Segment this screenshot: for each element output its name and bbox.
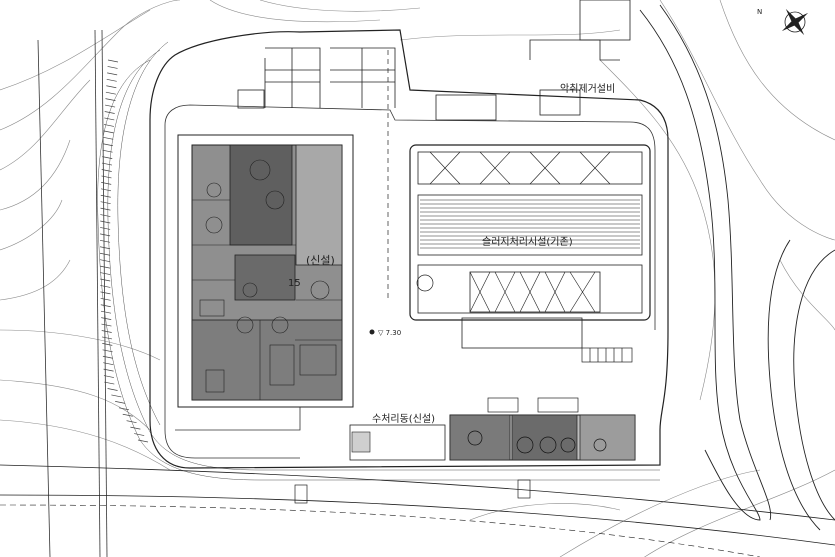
sludge-facility-label: 슬러지처리시설(기존)	[482, 236, 573, 248]
stair-block	[581, 347, 633, 363]
sludge-facility: 슬러지처리시설(기존)	[409, 144, 651, 349]
odor-facility-label: 악취제거설비	[560, 83, 615, 95]
water-treatment-building: 수처리동(신설)	[349, 397, 636, 461]
compass-icon: N	[757, 8, 809, 36]
parking-lot	[237, 47, 396, 109]
elevation-mark: ▽ 7.30	[369, 329, 401, 337]
north-label: N	[757, 8, 762, 16]
treatment-building-label: 수처리동(신설)	[372, 413, 435, 425]
site-boundary	[149, 29, 669, 469]
access-road	[0, 464, 835, 557]
main-building-suffix: 15	[288, 278, 301, 289]
internal-road	[164, 104, 656, 459]
slope-ticks	[99, 59, 149, 443]
winding-road	[639, 4, 835, 531]
elevation-label: ▽ 7.30	[378, 329, 401, 337]
main-building: (신설) 15	[177, 134, 354, 408]
odor-facility: 악취제거설비	[435, 0, 631, 121]
main-building-label: (신설)	[306, 254, 335, 267]
survey-lines	[37, 29, 108, 557]
